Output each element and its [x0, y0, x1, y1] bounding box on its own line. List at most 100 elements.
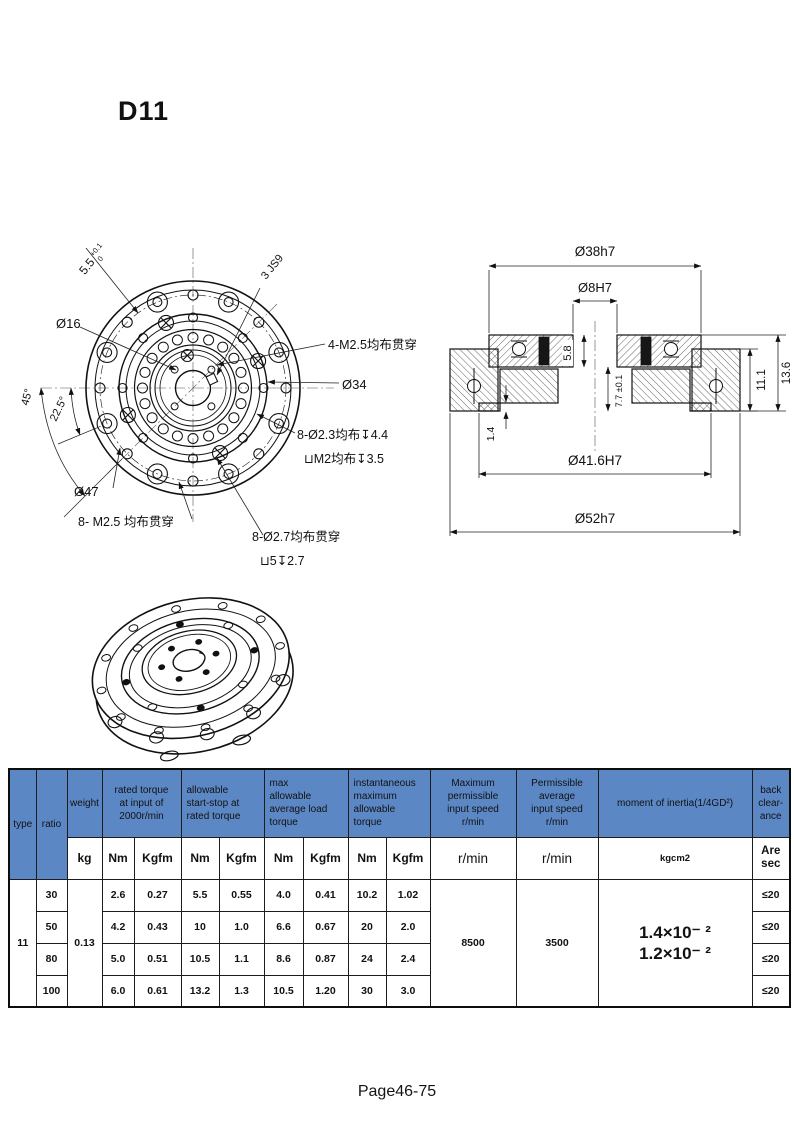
unit-nm: Nm	[101, 836, 135, 880]
section-dimensions	[449, 263, 786, 536]
holes-4-m25-label: 4-M2.5均布贯穿	[328, 337, 417, 352]
torque-value-cell: 6.0	[101, 974, 135, 1008]
unit-nm: Nm	[263, 836, 304, 880]
back-clearance-cell: ≤20	[751, 878, 791, 912]
dia-47-label: Ø47	[74, 484, 99, 499]
iso-hub-dots	[158, 639, 220, 682]
outer-bosses	[96, 291, 290, 485]
unit-kgfm: Kgfm	[133, 836, 182, 880]
holes-8-d27-label: 8-Ø2.7均布贯穿	[252, 529, 340, 544]
weight-value-cell: 0.13	[66, 878, 103, 1008]
dim-5-5-tol-zero: 0	[95, 254, 105, 263]
torque-value-cell: 0.87	[302, 942, 349, 976]
dim-11-1-label: 11.1	[756, 369, 768, 391]
back-clearance-cell: ≤20	[751, 974, 791, 1008]
col-header-inertia: moment of inertia(1/4GD²)	[597, 768, 753, 838]
holes-8-d27-cbore-label: ⊔5↧2.7	[260, 554, 305, 568]
middle-bolt-holes	[117, 312, 269, 464]
dia-41-6h7-label: Ø41.6H7	[568, 453, 622, 468]
unit-nm: Nm	[180, 836, 220, 880]
col-header-max-avg-load: max allowable average load torque	[263, 768, 349, 838]
torque-value-cell: 2.4	[385, 942, 431, 976]
torque-value-cell: 4.0	[263, 878, 304, 912]
ratio-cell: 30	[35, 878, 68, 912]
torque-value-cell: 8.6	[263, 942, 304, 976]
ratio-cell: 100	[35, 974, 68, 1008]
col-header-max-input-speed: Maximum permissible input speed r/min	[429, 768, 517, 838]
iso-outer-holes	[96, 601, 285, 735]
type-value-cell: 11	[8, 878, 37, 1008]
torque-value-cell: 6.6	[263, 910, 304, 944]
bearing-balls	[137, 332, 249, 444]
torque-value-cell: 1.0	[218, 910, 265, 944]
back-clearance-cell: ≤20	[751, 942, 791, 976]
torque-value-cell: 0.55	[218, 878, 265, 912]
dia-8h7-label: Ø8H7	[578, 280, 612, 295]
avg-input-speed-cell: 3500	[515, 878, 599, 1008]
torque-value-cell: 20	[347, 910, 387, 944]
leader-lines	[79, 247, 340, 536]
torque-value-cell: 3.0	[385, 974, 431, 1008]
angle-dimensions	[39, 387, 123, 518]
holes-8-d23-cbore-label: ⊔M2均布↧3.5	[304, 452, 384, 466]
inertia-value-cell: 1.4×10⁻ ² 1.2×10⁻ ²	[597, 878, 753, 1008]
holes-8-d23-label: 8-Ø2.3均布↧4.4	[297, 428, 388, 442]
torque-value-cell: 4.2	[101, 910, 135, 944]
unit-rmin: r/min	[515, 836, 599, 880]
torque-value-cell: 30	[347, 974, 387, 1008]
torque-value-cell: 0.27	[133, 878, 182, 912]
col-header-allowable-start-stop: allowable start-stop at rated torque	[180, 768, 265, 838]
col-header-back-clearance: back clear- ance	[751, 768, 791, 838]
holes-8-m25-label: 8- M2.5 均布贯穿	[78, 514, 174, 529]
col-header-weight: weight	[66, 768, 103, 838]
dia-52h7-label: Ø52h7	[575, 511, 616, 526]
unit-kgfm: Kgfm	[218, 836, 265, 880]
col-header-avg-input-speed: Permissible average input speed r/min	[515, 768, 599, 838]
dia-34-label: Ø34	[342, 377, 367, 392]
torque-value-cell: 1.3	[218, 974, 265, 1008]
dim-13-6-label: 13.6	[781, 362, 793, 384]
unit-kgfm: Kgfm	[302, 836, 349, 880]
section-bearings	[467, 340, 723, 404]
dim-1-4-label: 1.4	[485, 427, 497, 442]
torque-value-cell: 1.20	[302, 974, 349, 1008]
torque-value-cell: 0.41	[302, 878, 349, 912]
spec-table: type ratio weight rated torque at input …	[8, 768, 792, 1008]
col-header-instantaneous: instantaneous maximum allowable torque	[347, 768, 431, 838]
torque-value-cell: 5.5	[180, 878, 220, 912]
keyway-label: 3 JS9	[259, 252, 286, 281]
unit-kgcm2: kgcm2	[597, 836, 753, 880]
iso-bore	[172, 648, 206, 672]
torque-value-cell: 2.6	[101, 878, 135, 912]
dim-7-7-label: 7.7 ±0.1	[614, 375, 624, 407]
torque-value-cell: 5.0	[101, 942, 135, 976]
phillips-screws	[119, 314, 267, 462]
dia-38h7-label: Ø38h7	[575, 244, 616, 259]
col-header-ratio: ratio	[35, 768, 68, 880]
angle-22-5-label: 22.5°	[48, 395, 70, 423]
outer-bolt-holes	[94, 289, 292, 487]
section-view-drawing: Ø38h7 Ø8H7 5.8 7.7 ±0.1 1.4 11.1 13.6 Ø4…	[449, 244, 793, 536]
front-view-drawing: 5.5 +0.1 0 3 JS9 Ø16 45° 22.5° 4-M2.5均布贯…	[19, 241, 417, 568]
unit-rmin: r/min	[429, 836, 517, 880]
iso-mid-features	[122, 621, 259, 712]
isometric-view-drawing	[91, 597, 294, 762]
ratio-cell: 50	[35, 910, 68, 944]
ratio-cell: 80	[35, 942, 68, 976]
torque-value-cell: 0.43	[133, 910, 182, 944]
dim-5-8-label: 5.8	[562, 345, 574, 360]
inertia-value-line: 1.4×10⁻ ²	[639, 922, 711, 942]
torque-value-cell: 0.61	[133, 974, 182, 1008]
keyway-notch	[205, 372, 219, 386]
angle-45-label: 45°	[19, 388, 35, 407]
torque-value-cell: 0.67	[302, 910, 349, 944]
torque-value-cell: 13.2	[180, 974, 220, 1008]
front-view-labels: 5.5 +0.1 0 3 JS9 Ø16 45° 22.5° 4-M2.5均布贯…	[19, 241, 417, 568]
torque-value-cell: 2.0	[385, 910, 431, 944]
back-clearance-cell: ≤20	[751, 910, 791, 944]
unit-nm: Nm	[347, 836, 387, 880]
torque-value-cell: 0.51	[133, 942, 182, 976]
max-input-speed-cell: 8500	[429, 878, 517, 1008]
dia-16-label: Ø16	[56, 316, 81, 331]
